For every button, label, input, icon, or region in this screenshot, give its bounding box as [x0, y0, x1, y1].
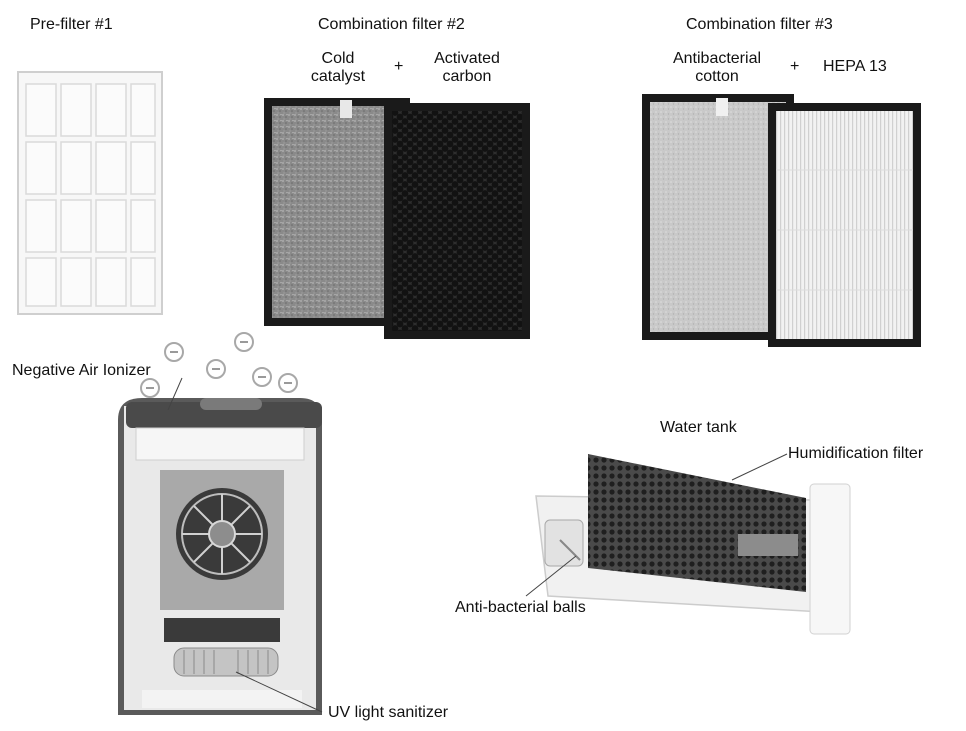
- water-tank-title: Water tank: [660, 419, 737, 436]
- negative-ion-icons: [140, 332, 298, 398]
- hepa13-filter-image: [768, 103, 921, 347]
- filter3-title: Combination filter #3: [686, 16, 833, 33]
- cold-label: Cold: [321, 50, 355, 67]
- activated-carbon-filter-image: [384, 103, 530, 339]
- filter3-plus: +: [790, 58, 800, 75]
- anti-bacterial-balls-label: Anti-bacterial balls: [455, 599, 586, 616]
- carbon-label: carbon: [442, 68, 492, 85]
- filter2-left-label: Cold catalyst: [308, 50, 368, 86]
- filter3-left-label: Antibacterial cotton: [658, 50, 776, 86]
- uv-sanitizer-label: UV light sanitizer: [328, 704, 449, 721]
- hepa13-label: HEPA 13: [823, 58, 887, 75]
- filter2-plus: +: [394, 58, 404, 75]
- filter2-right-label: Activated carbon: [422, 50, 512, 86]
- air-purifier-image: [118, 398, 322, 715]
- cotton-label: cotton: [695, 68, 739, 85]
- prefilter-image: [17, 71, 163, 315]
- water-tank-image: [535, 454, 851, 635]
- antibacterial-label: Antibacterial: [672, 50, 762, 67]
- catalyst-label: catalyst: [310, 68, 366, 85]
- prefilter-title: Pre-filter #1: [30, 16, 113, 33]
- ionizer-label: Negative Air Ionizer: [12, 362, 151, 379]
- filter2-title: Combination filter #2: [318, 16, 465, 33]
- activated-label: Activated: [434, 50, 500, 67]
- humidification-filter-label: Humidification filter: [788, 445, 924, 462]
- leader-lines: [167, 377, 788, 713]
